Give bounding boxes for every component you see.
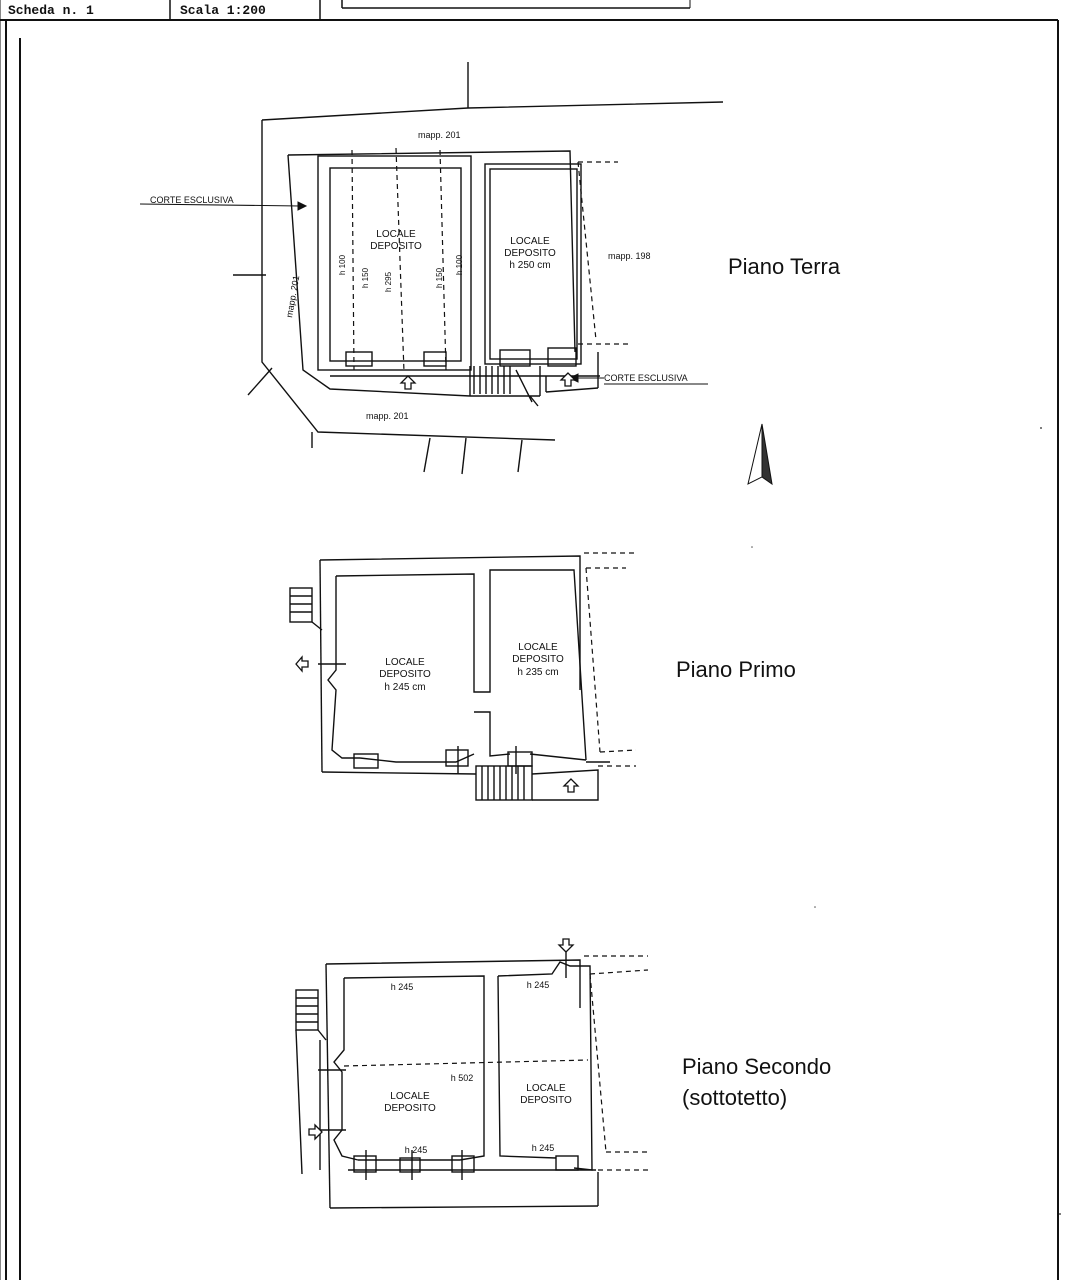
height-terra-b: h 150 xyxy=(361,267,370,288)
arrow-corte-left xyxy=(139,201,308,211)
sheet-frame xyxy=(0,0,1059,1280)
height-secondo-tr: h 245 xyxy=(527,980,550,990)
entrance-arrow-icon xyxy=(308,938,575,1141)
room-secondo-right-l1: LOCALE xyxy=(526,1083,566,1094)
room-secondo-left-l2: DEPOSITO xyxy=(384,1103,436,1114)
dashed-outline-primo xyxy=(584,552,637,767)
label-corte-right: CORTE ESCLUSIVA xyxy=(604,373,688,383)
room-primo-left-l2: DEPOSITO xyxy=(379,669,431,680)
label-mapp-right: mapp. 198 xyxy=(608,251,651,261)
label-mapp-top: mapp. 201 xyxy=(418,130,461,140)
room-primo-right-l2: DEPOSITO xyxy=(512,654,564,665)
height-terra-e: h 100 xyxy=(455,254,464,275)
north-arrow-icon xyxy=(747,423,773,486)
room-secondo-right-l2: DEPOSITO xyxy=(520,1095,572,1106)
room-secondo-left-l1: LOCALE xyxy=(390,1091,430,1102)
label-mapp-bottom: mapp. 201 xyxy=(366,411,409,421)
plan-piano-secondo xyxy=(295,950,599,1209)
floor-title-primo: Piano Primo xyxy=(676,657,796,682)
entrance-arrow-icon xyxy=(295,655,580,793)
dashed-beams-terra xyxy=(351,147,628,373)
entrance-arrow-icon xyxy=(399,372,577,390)
room-terra-right-l2: DEPOSITO xyxy=(504,248,556,259)
floor-subtitle-secondo: (sottotetto) xyxy=(682,1085,788,1110)
room-terra-left-l2: DEPOSITO xyxy=(370,241,422,252)
height-secondo-bl: h 245 xyxy=(405,1145,428,1155)
dashed-outline-secondo xyxy=(343,955,649,1171)
height-secondo-br: h 245 xyxy=(532,1143,555,1153)
arrow-corte-right xyxy=(568,373,604,383)
plan-piano-terra xyxy=(233,62,724,475)
room-terra-right-h: h 250 cm xyxy=(509,260,550,271)
plan-piano-primo xyxy=(289,555,610,801)
label-corte-left: CORTE ESCLUSIVA xyxy=(150,195,234,205)
height-terra-d: h 150 xyxy=(435,267,444,288)
height-secondo-tl: h 245 xyxy=(391,982,414,992)
height-terra-c: h 295 xyxy=(384,271,393,292)
floor-title-secondo: Piano Secondo xyxy=(682,1054,832,1079)
height-terra-a: h 100 xyxy=(338,254,347,275)
scale-label: Scala 1:200 xyxy=(180,3,266,18)
scan-specks xyxy=(751,427,1061,1215)
room-primo-right-h: h 235 cm xyxy=(517,667,558,678)
room-terra-right-l1: LOCALE xyxy=(510,236,550,247)
room-primo-left-l1: LOCALE xyxy=(385,657,425,668)
scheda-number: Scheda n. 1 xyxy=(8,3,94,18)
floor-title-terra: Piano Terra xyxy=(728,254,841,279)
room-primo-left-h: h 245 cm xyxy=(384,682,425,693)
room-terra-left-l1: LOCALE xyxy=(376,229,416,240)
height-secondo-mid: h 502 xyxy=(451,1073,474,1083)
room-primo-right-l1: LOCALE xyxy=(518,642,558,653)
